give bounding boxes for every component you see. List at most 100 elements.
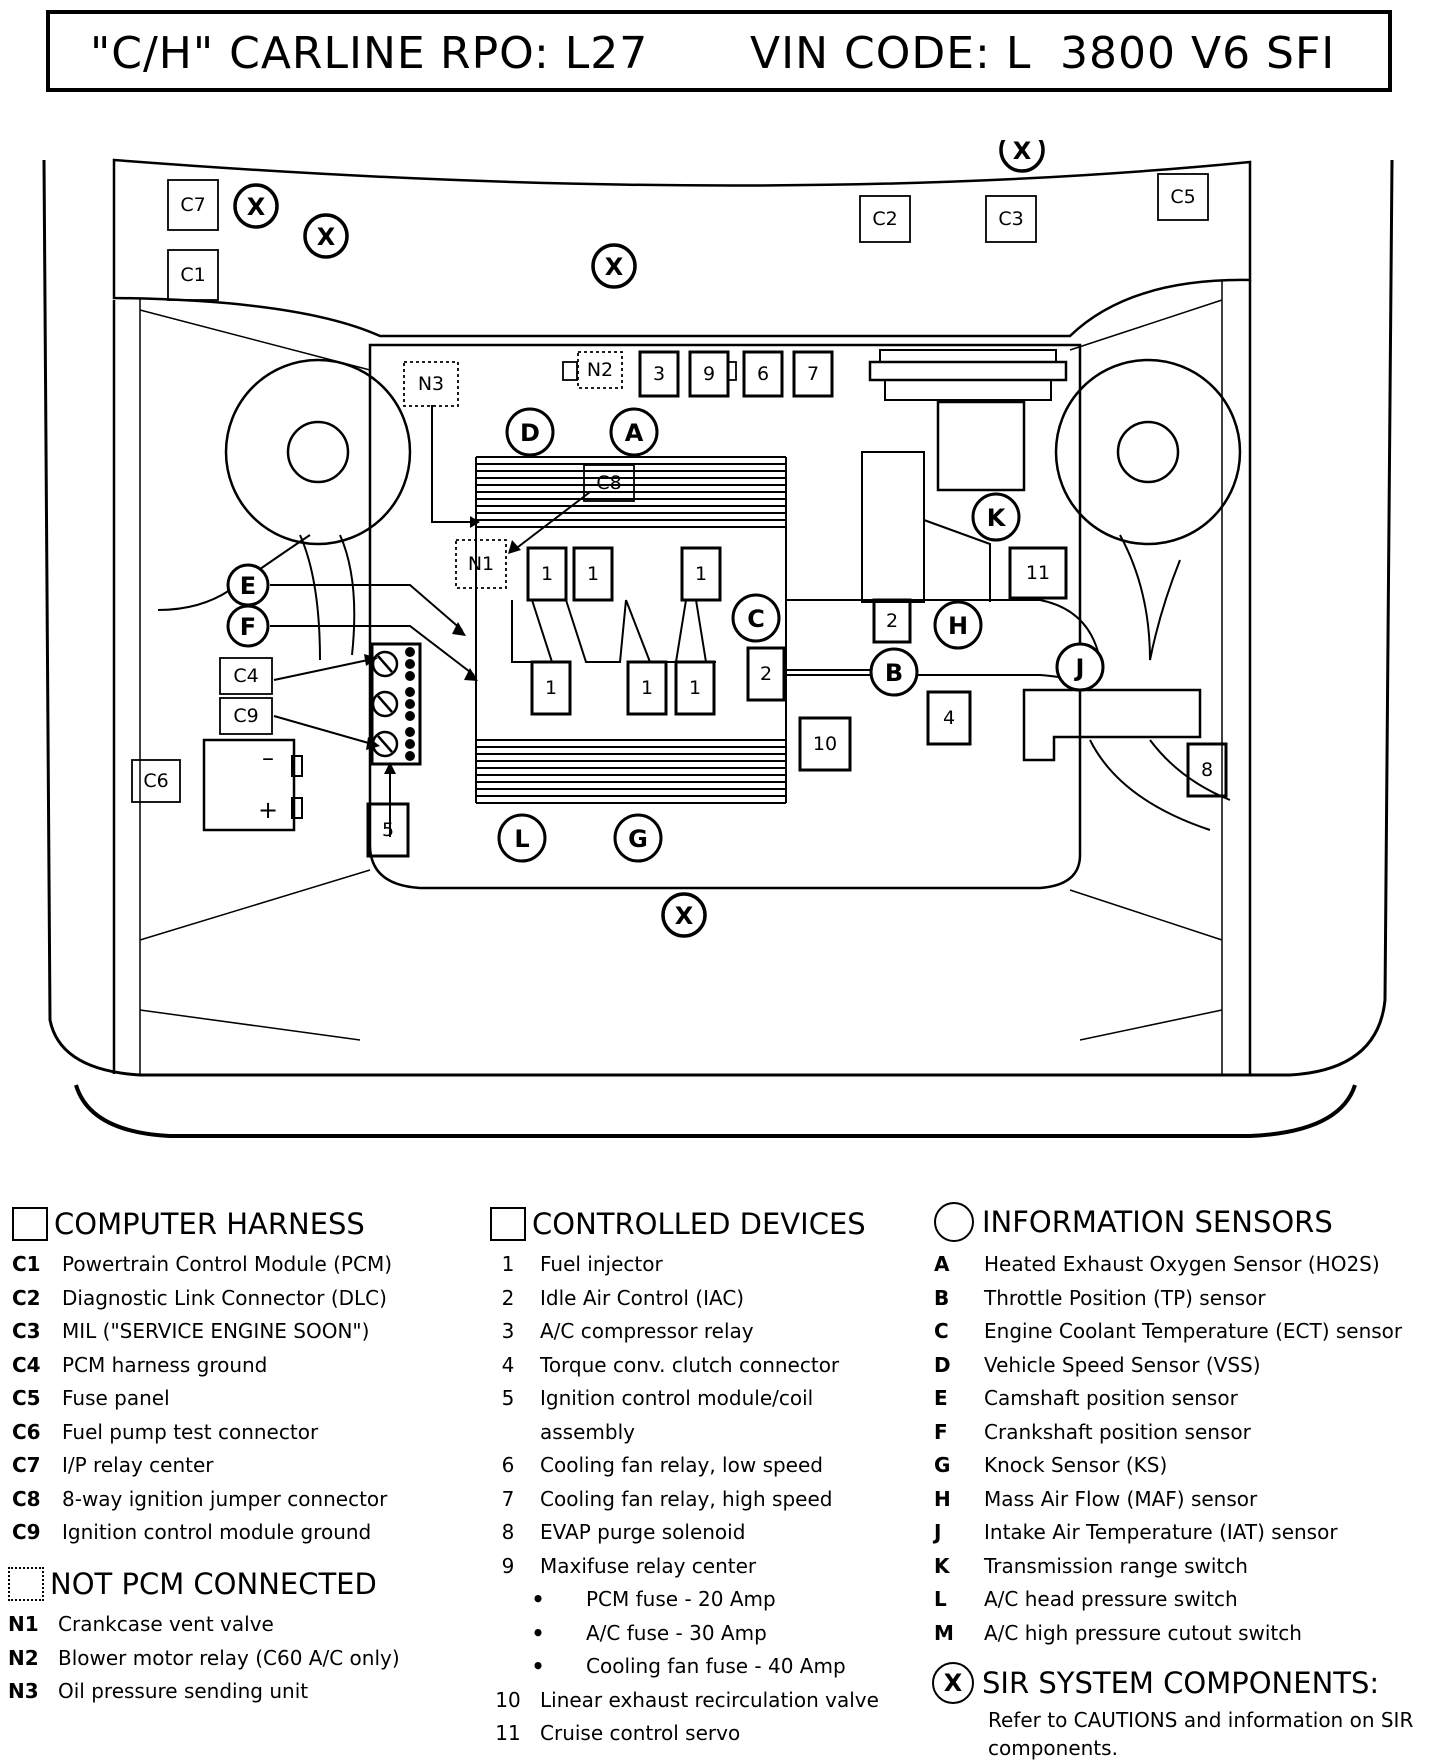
- sir-label-1: X: [247, 193, 266, 221]
- sir-label-2: X: [317, 223, 336, 251]
- legend-item-code: C9: [12, 1520, 41, 1544]
- label-injector-1e: 1: [641, 677, 653, 699]
- legend-item-text: Camshaft position sensor: [984, 1386, 1238, 1410]
- sensor-l-label: L: [514, 825, 529, 853]
- label-injector-1a: 1: [541, 563, 553, 585]
- legend-item-code: [490, 1416, 540, 1450]
- sir-marker-1: [233, 183, 279, 229]
- legend-item-code: 10: [495, 1687, 521, 1712]
- label-n1: N1: [468, 553, 494, 575]
- legend-item-text: Intake Air Temperature (IAT) sensor: [984, 1520, 1338, 1544]
- legend-item-text: Cooling fan fuse - 40 Amp: [586, 1654, 846, 1678]
- sensor-a-label: A: [625, 419, 644, 447]
- legend-item-text: A/C high pressure cutout switch: [984, 1620, 1302, 1645]
- label-injector-1c: 1: [695, 563, 707, 585]
- legend-item-text: Fuse panel: [62, 1386, 170, 1410]
- legend-item-code: C3: [12, 1319, 41, 1343]
- box-injector-1d: [530, 660, 572, 716]
- label-c2: C2: [872, 208, 897, 230]
- label-device-4: 4: [943, 707, 955, 729]
- box-device-8: [1186, 742, 1228, 798]
- legend-item-text: Ignition control module/coil: [540, 1386, 814, 1410]
- legend-item-text: Cruise control servo: [540, 1721, 741, 1745]
- battery: [202, 738, 296, 832]
- box-c8: [583, 464, 635, 502]
- sir-marker-4: [999, 140, 1045, 173]
- legend-item-code: 2: [501, 1285, 515, 1310]
- legend-item-text: Oil pressure sending unit: [58, 1679, 309, 1703]
- legend-item-text: Mass Air Flow (MAF) sensor: [984, 1486, 1258, 1511]
- legend-item: assembly: [490, 1416, 930, 1450]
- legend-item-code: 4: [501, 1352, 515, 1377]
- legend-item-text: A/C compressor relay: [540, 1319, 754, 1343]
- legend-item-text: EVAP purge solenoid: [540, 1520, 746, 1544]
- legend-item-code: H: [934, 1486, 951, 1511]
- legend-item-text: Vehicle Speed Sensor (VSS): [984, 1352, 1261, 1377]
- legend-title: CONTROLLED DEVICES: [532, 1207, 866, 1241]
- legend-item-code: 8: [501, 1520, 515, 1544]
- vehicle-body-outline: [42, 159, 1394, 1077]
- label-device-10: 10: [813, 733, 837, 755]
- legend-item-text: Ignition control module ground: [62, 1520, 372, 1544]
- sensor-j-marker: [1055, 642, 1105, 692]
- box-device-6: [742, 350, 784, 398]
- label-c6: C6: [143, 770, 168, 792]
- engine-block: [368, 343, 1082, 890]
- legend-item-text: A/C head pressure switch: [984, 1587, 1238, 1611]
- legend-item-code: N3: [8, 1679, 39, 1703]
- transmission-housing: [1022, 688, 1202, 762]
- sensor-j-label: J: [1074, 654, 1085, 682]
- sensor-h-marker: [933, 600, 983, 650]
- battery-plus: +: [258, 796, 278, 824]
- circle-symbol-icon: [934, 1202, 974, 1242]
- legend-item-text: Linear exhaust recirculation valve: [540, 1687, 879, 1712]
- bullet-icon: •: [531, 1620, 545, 1645]
- front-bumper-line: [74, 1084, 1357, 1138]
- carline-label: "C/H" CARLINE: [90, 28, 426, 79]
- battery-minus: –: [262, 744, 274, 772]
- legend-item-text: Crankshaft position sensor: [984, 1419, 1251, 1444]
- legend-item-code: 9: [501, 1553, 515, 1578]
- label-device-8: 8: [1201, 759, 1213, 781]
- legend-item-text: Powertrain Control Module (PCM): [62, 1252, 392, 1276]
- sir-label-4: X: [1013, 140, 1032, 165]
- sensor-h-label: H: [948, 612, 968, 640]
- box-device-2a: [872, 598, 912, 644]
- title-banner: "C/H" CARLINE RPO: L27 VIN CODE: L 3800 …: [46, 10, 1392, 92]
- right-strut-tower: [1054, 358, 1242, 546]
- legend-item-code: C7: [12, 1453, 41, 1477]
- legend-item: 8 EVAP purge solenoid: [490, 1516, 930, 1550]
- box-device-3: [638, 350, 680, 398]
- label-c4: C4: [233, 665, 258, 687]
- legend-item-code: N2: [8, 1645, 39, 1670]
- bullet-icon: •: [531, 1587, 545, 1611]
- legend-title: NOT PCM CONNECTED: [50, 1567, 377, 1601]
- sensor-f-label: F: [240, 613, 256, 641]
- label-device-11: 11: [1026, 562, 1050, 584]
- legend-item-code: B: [934, 1285, 950, 1310]
- box-injector-1b: [572, 546, 614, 602]
- sensor-k-label: K: [987, 504, 1007, 532]
- bullet-icon: •: [531, 1654, 545, 1678]
- legend-item-text: A/C fuse - 30 Amp: [586, 1620, 767, 1645]
- box-device-5: [366, 802, 410, 858]
- sir-marker-5: [661, 892, 707, 938]
- legend-item-code: G: [934, 1453, 951, 1477]
- legend-item-code: C5: [12, 1386, 41, 1410]
- legend-item-text: 8-way ignition jumper connector: [62, 1486, 388, 1511]
